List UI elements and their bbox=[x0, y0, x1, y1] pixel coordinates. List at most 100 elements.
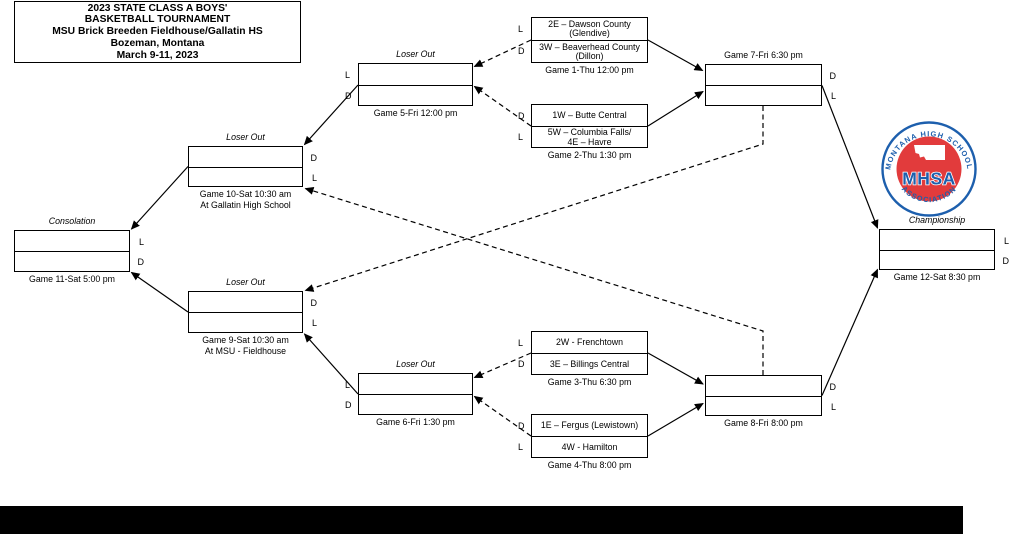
game2-loser-line bbox=[473, 85, 532, 127]
game5-round-label: Loser Out bbox=[396, 49, 435, 59]
game9-winner-line bbox=[130, 271, 189, 313]
logo-red-core bbox=[896, 136, 962, 202]
title-line: Bozeman, Montana bbox=[110, 37, 205, 49]
slot-tag: D bbox=[518, 359, 525, 369]
slot-tag: D bbox=[518, 421, 525, 431]
game8-caption: Game 8-Fri 8:00 pm bbox=[724, 418, 803, 428]
game10-winner-line bbox=[130, 166, 189, 230]
team-name: (Dillon) bbox=[575, 51, 604, 61]
game3-slot-bottom: 3E – Billings Central bbox=[532, 354, 647, 375]
game2-slot-top: 1W – Butte Central bbox=[532, 105, 647, 127]
team-name: 4E – Havre bbox=[567, 136, 612, 147]
game10-venue: At Gallatin High School bbox=[200, 200, 291, 210]
game12-caption: Game 12-Sat 8:30 pm bbox=[893, 272, 981, 282]
game5-caption: Game 5-Fri 12:00 pm bbox=[373, 108, 458, 118]
game6-caption: Game 6-Fri 1:30 pm bbox=[376, 417, 455, 427]
game10-round-label: Loser Out bbox=[226, 132, 265, 142]
game7-slot-top bbox=[706, 65, 821, 86]
game2-caption: Game 2-Thu 1:30 pm bbox=[547, 150, 632, 160]
tournament-title-box: 2023 STATE CLASS A BOYS' BASKETBALL TOUR… bbox=[14, 1, 301, 63]
game4-caption: Game 4-Thu 8:00 pm bbox=[547, 460, 632, 470]
slot-tag: L bbox=[311, 318, 317, 328]
game7-caption: Game 7-Fri 6:30 pm bbox=[724, 50, 803, 60]
title-line: BASKETBALL TOURNAMENT bbox=[84, 14, 231, 26]
game6-slot-top bbox=[359, 374, 472, 395]
slot-tag: L bbox=[830, 91, 836, 101]
game8-slot-top bbox=[706, 376, 821, 397]
logo-acronym: MHSA bbox=[902, 169, 956, 189]
slot-tag: D bbox=[137, 257, 145, 267]
game10-slot-top bbox=[189, 147, 302, 168]
game1-winner-line bbox=[647, 39, 704, 72]
game10-slot-bottom bbox=[189, 168, 302, 188]
game3-slot-top: 2W - Frenchtown bbox=[532, 332, 647, 354]
team-name: 1W – Butte Central bbox=[552, 109, 627, 120]
game8-winner-line bbox=[821, 268, 879, 396]
slot-tag: L bbox=[518, 24, 524, 34]
slot-tag: D bbox=[310, 298, 318, 308]
championship-label: Championship bbox=[908, 215, 966, 225]
game4-box: D L 1E – Fergus (Lewistown) 4W - Hamilto… bbox=[518, 414, 648, 470]
team-name: 2E – Dawson County bbox=[548, 18, 631, 29]
game5-box: Loser Out L D Game 5-Fri 12:00 pm bbox=[345, 49, 473, 118]
game6-slot-bottom bbox=[359, 395, 472, 415]
bottom-bar bbox=[0, 506, 963, 534]
game6-round-label: Loser Out bbox=[396, 359, 435, 369]
game4-slot-top: 1E – Fergus (Lewistown) bbox=[532, 415, 647, 437]
game2-box: D L 1W – Butte Central 5W – Columbia Fal… bbox=[518, 104, 648, 160]
game5-slot-bottom bbox=[359, 86, 472, 107]
slot-tag: D bbox=[310, 153, 318, 163]
game1-slot-bottom: 3W – Beaverhead County (Dillon) bbox=[532, 41, 647, 63]
game9-box: Loser Out D L Game 9-Sat 10:30 am At MSU… bbox=[188, 277, 317, 356]
slot-tag: L bbox=[518, 132, 524, 142]
game1-loser-line bbox=[473, 39, 532, 68]
game4-slot-bottom: 4W - Hamilton bbox=[532, 437, 647, 458]
game12-championship-box: Championship L D Game 12-Sat 8:30 pm bbox=[879, 215, 1009, 282]
slot-tag: L bbox=[1003, 236, 1009, 246]
slot-tag: D bbox=[518, 46, 525, 56]
game9-caption: Game 9-Sat 10:30 am bbox=[202, 335, 289, 345]
game4-winner-line bbox=[647, 402, 704, 437]
game3-caption: Game 3-Thu 6:30 pm bbox=[547, 377, 632, 387]
game11-caption: Game 11-Sat 5:00 pm bbox=[29, 274, 115, 284]
slot-tag: L bbox=[518, 338, 524, 348]
game10-caption: Game 10-Sat 10:30 am bbox=[199, 189, 292, 199]
slot-tag: L bbox=[345, 380, 351, 390]
team-name: 1E – Fergus (Lewistown) bbox=[540, 419, 639, 430]
mhsa-logo: MONTANA HIGH SCHOOL ASSOCIATION MHSA bbox=[881, 121, 977, 217]
game12-slot-top bbox=[880, 230, 994, 251]
game8-slot-bottom bbox=[706, 397, 821, 417]
game6-box: Loser Out L D Game 6-Fri 1:30 pm bbox=[345, 359, 473, 427]
slot-tag: L bbox=[830, 401, 836, 412]
game3-winner-line bbox=[647, 352, 704, 385]
team-name: 3E – Billings Central bbox=[549, 358, 630, 369]
game1-box: L D 2E – Dawson County (Glendive) 3W – B… bbox=[518, 17, 648, 75]
game9-venue: At MSU - Fieldhouse bbox=[204, 346, 287, 356]
game12-slot-bottom bbox=[880, 251, 994, 271]
game11-slot-top bbox=[15, 231, 129, 252]
slot-tag: D bbox=[829, 382, 837, 392]
game5-slot-top bbox=[359, 64, 472, 86]
slot-tag: D bbox=[345, 90, 352, 101]
game10-box: Loser Out D L Game 10-Sat 10:30 am At Ga… bbox=[188, 132, 317, 210]
slot-tag: L bbox=[311, 172, 317, 183]
game1-slot-top: 2E – Dawson County (Glendive) bbox=[532, 18, 647, 41]
game2-winner-line bbox=[647, 90, 704, 127]
game8-loser-line bbox=[304, 187, 764, 375]
team-name: 3W – Beaverhead County bbox=[539, 41, 640, 52]
game6-winner-line bbox=[303, 333, 359, 395]
title-line: March 9-11, 2023 bbox=[116, 49, 199, 61]
slot-tag: D bbox=[1002, 255, 1010, 266]
game9-slot-top bbox=[189, 292, 302, 313]
game3-box: L D 2W - Frenchtown 3E – Billings Centra… bbox=[518, 331, 648, 387]
team-name: (Glendive) bbox=[569, 28, 610, 38]
game7-box: Game 7-Fri 6:30 pm D L bbox=[705, 50, 836, 106]
game9-slot-bottom bbox=[189, 313, 302, 333]
game7-winner-line bbox=[821, 85, 879, 229]
slot-tag: D bbox=[829, 71, 837, 81]
game1-caption: Game 1-Thu 12:00 pm bbox=[545, 65, 634, 75]
game2-slot-bottom: 5W – Columbia Falls/ 4E – Havre bbox=[532, 127, 647, 148]
team-name: 4W - Hamilton bbox=[561, 441, 618, 452]
